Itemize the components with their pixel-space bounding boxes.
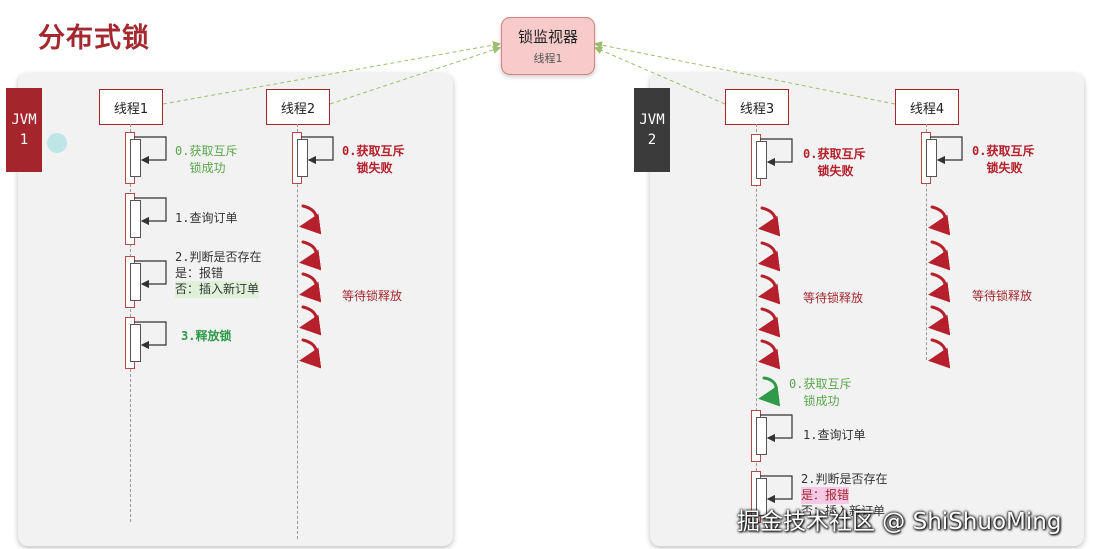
jvm2-tag: JVM 2 (634, 88, 670, 172)
thread-1-release-label: 3.释放锁 (181, 329, 232, 343)
thread-3-header: 线程3 (725, 89, 789, 125)
lock-monitor-holder: 线程1 (533, 52, 563, 65)
page-title: 分布式锁 (38, 23, 150, 54)
thread-3-activation-check-inner (756, 478, 767, 516)
thread-1-header: 线程1 (99, 89, 163, 125)
thread-1-activation-release-inner (130, 324, 141, 362)
thread-4-activation-acquire-inner (926, 139, 937, 177)
thread-2-wait-label: 等待锁释放 (342, 289, 403, 303)
thread-3-lifeline (756, 124, 757, 496)
jvm1-tag: JVM 1 (6, 88, 42, 172)
thread-1-acquire-label: 0.获取互斥 锁成功 (175, 144, 238, 175)
thread-2-acquire-label: 0.获取互斥 锁失败 (342, 144, 405, 175)
thread-2-lifeline (297, 124, 298, 539)
thread-3-wait-label: 等待锁释放 (803, 291, 864, 305)
thread-3-acquire-ok-label: 0.获取互斥 锁成功 (789, 377, 852, 408)
thread-1-check-label-3: 否：插入新订单 (175, 281, 260, 298)
thread-3-query-label: 1.查询订单 (803, 428, 866, 442)
thread-4-lifeline (926, 124, 927, 360)
thread-4-wait-label: 等待锁释放 (972, 289, 1033, 303)
thread-1-check-label-2: 是：报错 (175, 266, 224, 280)
thread-4-header: 线程4 (895, 89, 959, 125)
thread-1-activation-check-inner (130, 263, 141, 301)
lock-monitor-title: 锁监视器 (517, 28, 578, 46)
watermark: 掘金技术社区 @ ShiShuoMing (737, 509, 1062, 535)
jvm1-panel (18, 73, 453, 546)
thread-3-acquire-fail-label: 0.获取互斥 锁失败 (803, 147, 866, 178)
thread-3-activation-query-inner (756, 417, 767, 455)
lock-monitor: 锁监视器 线程1 (501, 17, 595, 75)
jvm2-panel (650, 73, 1084, 546)
thread-3-check-label-1: 2.判断是否存在 (801, 472, 888, 486)
thread-1-check-label-1: 2.判断是否存在 (175, 250, 262, 264)
thread-2-header: 线程2 (266, 89, 330, 125)
thread-1-activation-acquire-inner (130, 139, 141, 177)
thread-3-check-label-2: 是：报错 (801, 487, 850, 504)
thread-1-query-label: 1.查询订单 (175, 211, 238, 225)
cursor-dot (47, 133, 67, 153)
thread-2-activation-acquire-inner (297, 139, 308, 177)
thread-3-activation-acquire-fail-inner (756, 141, 767, 179)
thread-1-activation-query-inner (130, 200, 141, 238)
thread-3-check-label-3: 否：插入新订单 (801, 504, 886, 518)
thread-4-acquire-label: 0.获取互斥 锁失败 (972, 144, 1035, 175)
